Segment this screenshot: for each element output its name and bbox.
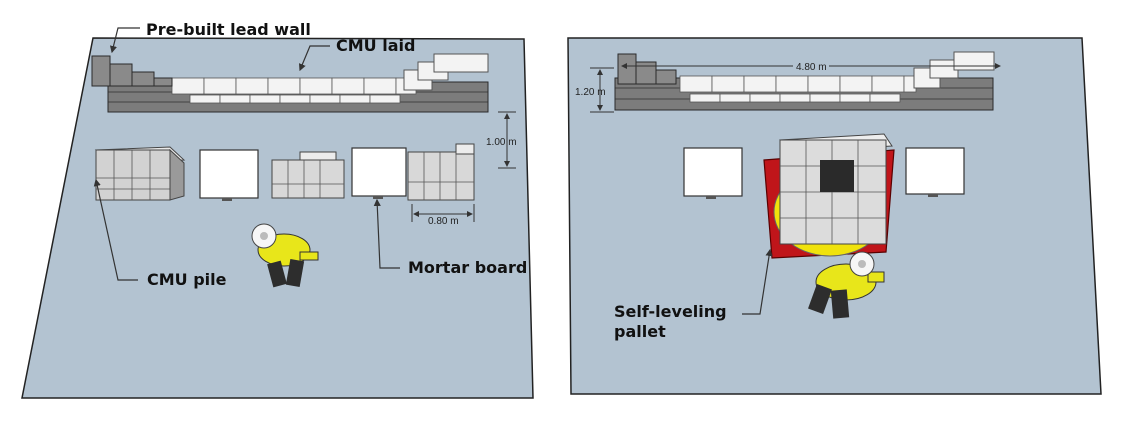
cmu-wall-left	[91, 53, 489, 113]
label-cmu-laid: CMU laid	[336, 36, 415, 55]
dimension-pile-width: 0.80 m	[411, 204, 475, 227]
dimension-wall-height: 1.20 m	[575, 67, 614, 113]
dimension-wall-height-label: 1.20 m	[575, 87, 606, 98]
cmu-pile-2	[271, 151, 345, 199]
label-cmu-pile: CMU pile	[147, 270, 227, 289]
left-panel: 1.00 m 0.80 m Pre-built lead wall CMU la…	[21, 20, 534, 399]
dimension-gap-label: 1.00 m	[486, 137, 517, 148]
self-leveling-pallet	[763, 133, 895, 259]
mortar-board-1	[199, 149, 259, 201]
dimension-wall-length-label: 4.80 m	[796, 62, 827, 73]
cmu-pile-3	[407, 143, 475, 201]
worker-right	[808, 251, 885, 319]
worker-left	[251, 223, 319, 288]
lead-wall-right-steps	[403, 53, 489, 91]
pallet-block-stack	[779, 133, 893, 245]
lead-wall-left-steps	[91, 55, 173, 87]
label-lead-wall: Pre-built lead wall	[146, 20, 311, 39]
dimension-gap: 1.00 m	[486, 111, 517, 169]
floor-left	[21, 37, 534, 399]
label-pallet-line-2: pallet	[614, 322, 666, 341]
dimension-pile-width-label: 0.80 m	[428, 216, 459, 227]
label-pallet-line-1: Self-leveling	[614, 302, 727, 321]
dimension-wall-length: 4.80 m	[621, 60, 1001, 73]
laid-course-left	[171, 77, 417, 104]
laid-course-right	[679, 75, 917, 103]
cmu-pile-1	[94, 146, 186, 201]
label-mortar-board: Mortar board	[408, 258, 527, 277]
right-panel: 4.80 m 1.20 m	[567, 37, 1102, 395]
mortar-board-2	[351, 147, 407, 199]
mortar-board-3	[683, 147, 743, 199]
cmu-wall-right	[614, 51, 995, 111]
mortar-board-4	[905, 147, 965, 197]
